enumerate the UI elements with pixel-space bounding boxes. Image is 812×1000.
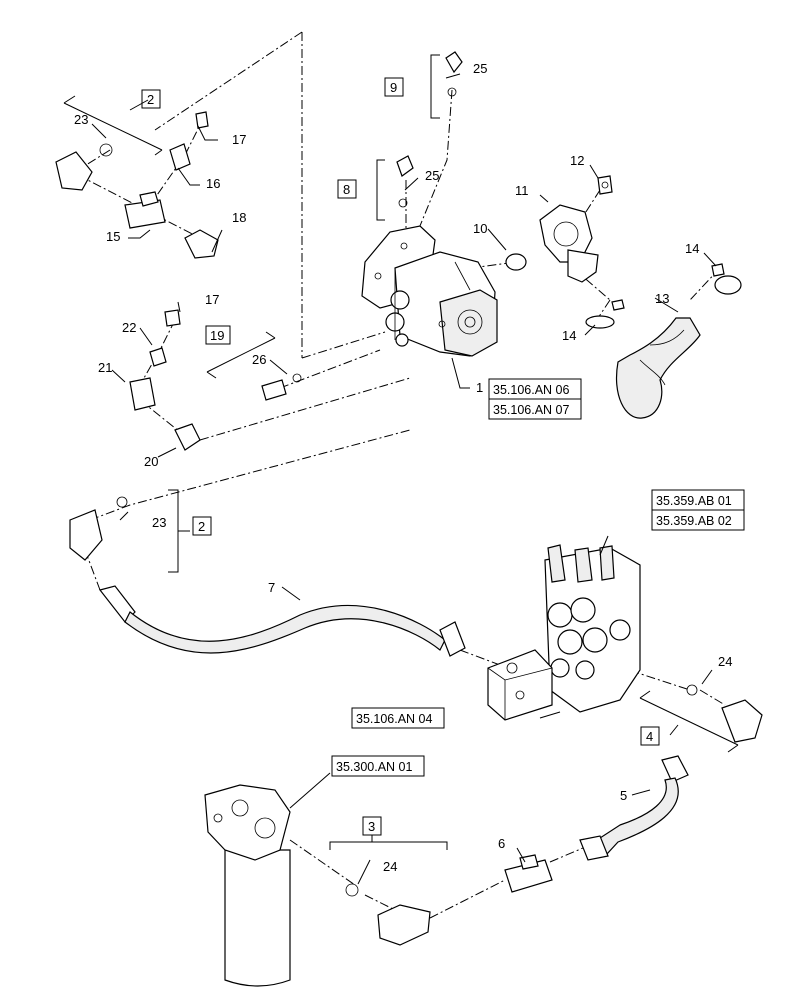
reference-label: 35.300.AN 01: [336, 760, 412, 774]
callout-box-8: 8: [343, 182, 350, 197]
callout-12: 12: [570, 153, 584, 168]
elbow-fitting: [174, 423, 201, 451]
elbow-fitting: [345, 883, 431, 946]
pressure-hose: [69, 496, 466, 657]
reference-label: 35.106.AN 04: [356, 712, 432, 726]
callout-23: 23: [74, 112, 88, 127]
return-filter: [204, 784, 291, 987]
o-ring: [505, 253, 527, 271]
callout-14: 14: [685, 241, 699, 256]
callout-box-3: 3: [368, 819, 375, 834]
callout-5: 5: [620, 788, 627, 803]
hose-clamp: [585, 299, 625, 329]
reference-label: 35.106.AN 07: [493, 403, 569, 417]
hose-clamp: [711, 263, 742, 295]
reference-boxes: 35.106.AN 06 35.106.AN 07 35.359.AB 01 3…: [331, 378, 745, 777]
callout-10: 10: [473, 221, 487, 236]
hydraulic-pump: [361, 225, 498, 357]
suction-hose: [616, 317, 701, 419]
callout-16: 16: [206, 176, 220, 191]
callout-1: 1: [476, 380, 483, 395]
callout-labels: 23 17 16 15 18 25 25 10 11 12 14 13 14 1…: [74, 61, 732, 874]
callout-26: 26: [252, 352, 266, 367]
callout-box-4: 4: [646, 729, 653, 744]
callout-14: 14: [562, 328, 576, 343]
callout-box-2: 2: [147, 92, 154, 107]
callout-7: 7: [268, 580, 275, 595]
elbow-fitting: [686, 684, 763, 743]
control-valve: [544, 544, 641, 713]
callout-24: 24: [383, 859, 397, 874]
boxed-callouts: 2 9 8 19 2 3 4: [141, 77, 660, 836]
bolt: [597, 175, 613, 195]
callout-24: 24: [718, 654, 732, 669]
elbow-fitting: [55, 143, 113, 191]
callout-6: 6: [498, 836, 505, 851]
tee-fitting: [129, 309, 181, 411]
reference-label: 35.359.AB 02: [656, 514, 732, 528]
leader-lines: [91, 73, 717, 885]
reference-label: 35.106.AN 06: [493, 383, 569, 397]
elbow-fitting: [445, 51, 463, 97]
adapter-fitting: [261, 373, 302, 401]
adapter-fitting: [169, 111, 209, 171]
tee-fitting: [124, 191, 166, 229]
callout-box-2: 2: [198, 519, 205, 534]
group-brackets: [63, 54, 739, 850]
callout-11: 11: [515, 183, 529, 198]
callout-17: 17: [232, 132, 246, 147]
elbow-fitting: [396, 155, 414, 208]
callout-17: 17: [205, 292, 219, 307]
callout-22: 22: [122, 320, 136, 335]
callout-21: 21: [98, 360, 112, 375]
callout-23: 23: [152, 515, 166, 530]
callout-25: 25: [425, 168, 439, 183]
tee-fitting: [504, 854, 553, 893]
callout-15: 15: [106, 229, 120, 244]
callout-box-9: 9: [390, 80, 397, 95]
callout-13: 13: [655, 291, 669, 306]
suction-flange: [539, 204, 599, 283]
return-hose: [579, 755, 689, 861]
elbow-fitting: [184, 229, 219, 259]
reference-label: 35.359.AB 01: [656, 494, 732, 508]
manifold-block: [487, 649, 553, 721]
callout-box-19: 19: [210, 328, 224, 343]
callout-25: 25: [473, 61, 487, 76]
callout-20: 20: [144, 454, 158, 469]
callout-18: 18: [232, 210, 246, 225]
